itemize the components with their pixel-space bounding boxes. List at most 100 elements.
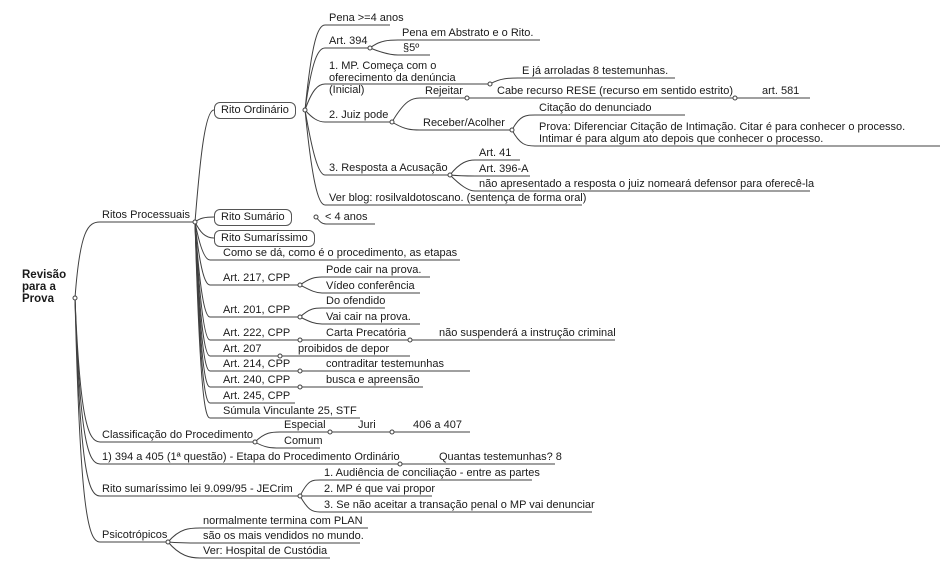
node-resposta-acusacao[interactable]: 3. Resposta a Acusação [329, 162, 448, 174]
junction-dot [447, 172, 453, 178]
node-art-222[interactable]: Art. 222, CPP [223, 327, 291, 339]
node-quantas-testemunhas[interactable]: Quantas testemunhas? 8 [439, 451, 562, 463]
connector [449, 159, 476, 176]
node-mp-propor[interactable]: 2. MP é que vai propor [324, 483, 436, 495]
node-art-207[interactable]: Art. 207 [223, 343, 262, 355]
node-juiz-pode[interactable]: 2. Juiz pode [329, 109, 389, 121]
junction-dot [297, 282, 303, 288]
node-nao-suspendera[interactable]: não suspenderá a instrução criminal [439, 327, 616, 339]
node-hospital-custodia[interactable]: Ver: Hospital de Custódia [203, 545, 328, 557]
junction-dot [72, 295, 78, 301]
node-mais-vendidos[interactable]: são os mais vendidos no mundo. [203, 530, 364, 542]
node-rito-sumario[interactable]: Rito Sumário [214, 209, 292, 226]
connector [299, 284, 323, 294]
node-rito-sumarissimo[interactable]: Rito Sumaríssimo [214, 230, 315, 247]
branch-classificacao[interactable]: Classificação do Procedimento [102, 429, 254, 441]
node-mp-denuncia[interactable]: 1. MP. Começa com o oferecimento da denú… [329, 60, 456, 96]
connector [194, 221, 211, 261]
node-406-407[interactable]: 406 a 407 [413, 419, 462, 431]
node-audiencia-conciliacao[interactable]: 1. Audiência de conciliação - entre as p… [324, 467, 540, 479]
node-art-201[interactable]: Art. 201, CPP [223, 304, 291, 316]
connector [167, 541, 201, 559]
connector [369, 47, 399, 56]
junction-dot [509, 127, 515, 133]
junction-dot [297, 337, 303, 343]
node-pena-abstrato[interactable]: Pena em Abstrato e o Rito. [402, 27, 534, 39]
node-sumula-25[interactable]: Súmula Vinculante 25, STF [223, 405, 357, 417]
connector [194, 216, 215, 223]
node-rejeitar[interactable]: Rejeitar [425, 85, 463, 97]
connector [489, 77, 519, 85]
node-defensor[interactable]: não apresentado a resposta o juiz nomear… [479, 178, 815, 190]
connector [194, 221, 211, 286]
junction-dot [297, 368, 303, 374]
node-pena-4-anos[interactable]: Pena >=4 anos [329, 12, 404, 24]
junction-dot [313, 214, 319, 220]
branch-etapa-procedimento[interactable]: 1) 394 a 405 (1ª questão) - Etapa do Pro… [102, 451, 400, 463]
root-topic[interactable]: Revisão para a Prova [22, 269, 67, 305]
node-especial[interactable]: Especial [284, 419, 326, 431]
node-rito-ordinario[interactable]: Rito Ordinário [214, 102, 296, 119]
connector [304, 47, 326, 111]
connector [511, 129, 536, 147]
node-pode-cair[interactable]: Pode cair na prova. [326, 264, 422, 276]
node-video-conferencia[interactable]: Vídeo conferência [326, 280, 415, 292]
connector [299, 276, 323, 286]
connector [167, 541, 201, 544]
node-art-396a[interactable]: Art. 396-A [479, 163, 529, 175]
connector [391, 97, 421, 123]
connector [74, 297, 101, 465]
node-como-se-da[interactable]: Como se dá, como é o procedimento, as et… [223, 247, 458, 259]
node-juri[interactable]: Juri [358, 419, 376, 431]
node-contraditar[interactable]: contraditar testemunhas [326, 358, 445, 370]
node-plan[interactable]: normalmente termina com PLAN [203, 515, 363, 527]
node-prova-citacao-intimacao[interactable]: Prova: Diferenciar Citação de Intimação.… [539, 121, 906, 145]
junction-dot [297, 493, 303, 499]
junction-dot [297, 314, 303, 320]
node-busca-apreensao[interactable]: busca e apreensão [326, 374, 420, 386]
connector [299, 479, 321, 497]
junction-dot [367, 45, 373, 51]
node-art-214[interactable]: Art. 214, CPP [223, 358, 291, 370]
node-art-394[interactable]: Art. 394 [329, 35, 368, 47]
node-transacao-penal[interactable]: 3. Se não aceitar a transação penal o MP… [324, 499, 595, 511]
connector [304, 109, 326, 123]
node-art-245[interactable]: Art. 245, CPP [223, 390, 291, 402]
node-comum[interactable]: Comum [284, 435, 323, 447]
connector [449, 174, 476, 177]
branch-psicotropicos[interactable]: Psicotrópicos [102, 529, 168, 541]
junction-dot [192, 219, 198, 225]
node-art-581[interactable]: art. 581 [762, 85, 800, 97]
junction-dot [464, 95, 470, 101]
node-carta-precatoria[interactable]: Carta Precatória [326, 327, 407, 339]
node-ver-blog[interactable]: Ver blog: rosilvaldotoscano. (sentença d… [329, 192, 587, 204]
node-par5[interactable]: §5º [403, 42, 420, 54]
junction-dot [389, 119, 395, 125]
node-proibidos-depor[interactable]: proibidos de depor [298, 343, 390, 355]
connector [304, 83, 326, 111]
connector [299, 495, 321, 513]
branch-ritos-processuais[interactable]: Ritos Processuais [102, 209, 191, 221]
connector [304, 109, 326, 206]
node-do-ofendido[interactable]: Do ofendido [326, 295, 386, 307]
connector [511, 114, 536, 131]
connector [194, 221, 215, 239]
connector [304, 24, 326, 111]
node-vai-cair[interactable]: Vai cair na prova. [326, 311, 411, 323]
junction-dot [302, 107, 308, 113]
branch-jecrim[interactable]: Rito sumaríssimo lei 9.099/95 - JECrim [102, 483, 293, 495]
connector [369, 39, 399, 49]
node-art-240[interactable]: Art. 240, CPP [223, 374, 291, 386]
node-receber-acolher[interactable]: Receber/Acolher [423, 117, 505, 129]
node-recurso-rese[interactable]: Cabe recurso RESE (recurso em sentido es… [497, 85, 733, 97]
node-art-41[interactable]: Art. 41 [479, 147, 512, 159]
node-menos-4-anos[interactable]: < 4 anos [325, 211, 368, 223]
node-citacao-denunciado[interactable]: Citação do denunciado [539, 102, 652, 114]
node-art-217[interactable]: Art. 217, CPP [223, 272, 291, 284]
connector [299, 316, 323, 325]
junction-dot [389, 429, 395, 435]
junction-dot [277, 353, 283, 359]
node-8-testemunhas[interactable]: E já arroladas 8 testemunhas. [522, 65, 669, 77]
junction-dot [487, 81, 493, 87]
